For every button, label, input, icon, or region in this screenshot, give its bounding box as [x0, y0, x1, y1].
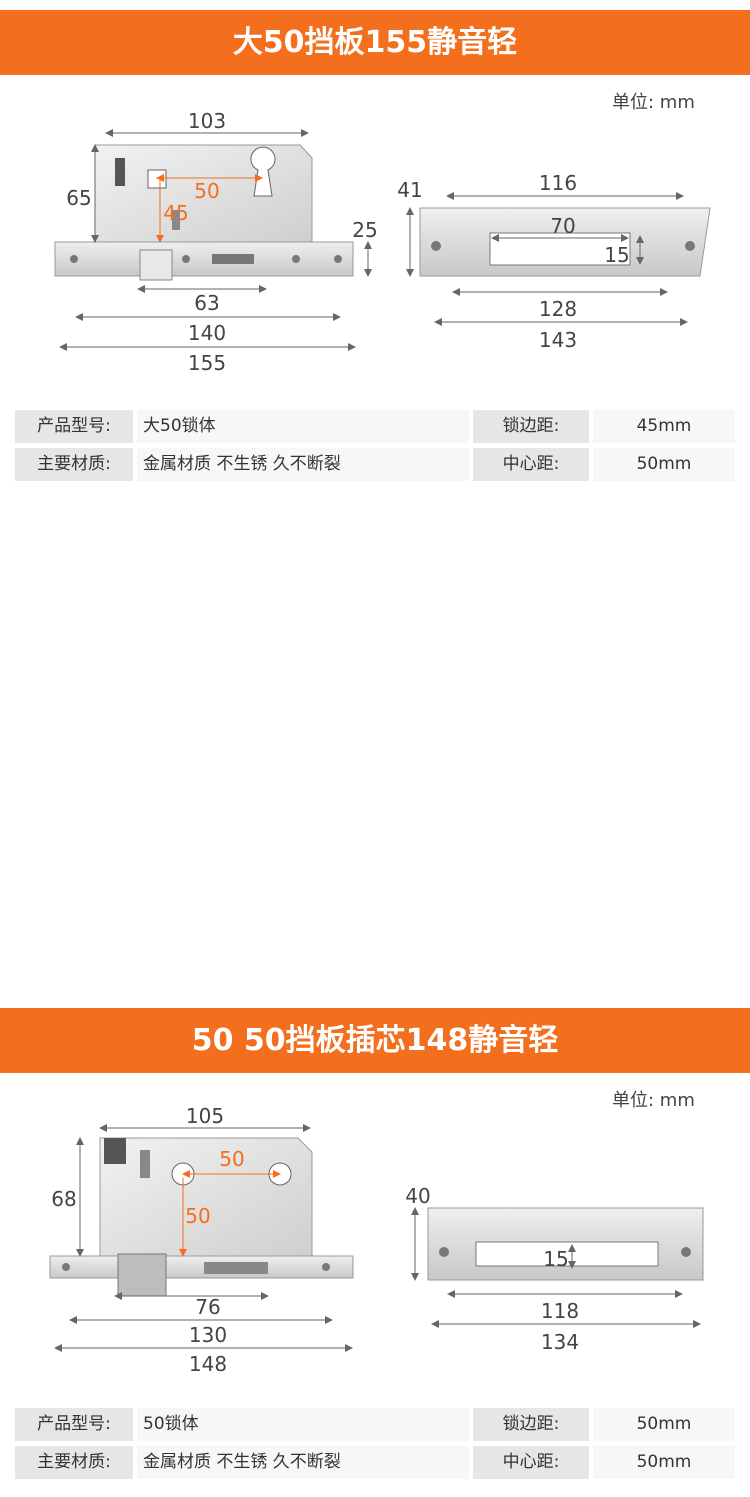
dim-top: 105	[186, 1104, 224, 1128]
section-title: 50 50挡板插芯148静音轻	[0, 1008, 750, 1073]
unit-label: 单位: mm	[612, 92, 695, 113]
dim-strike-overall: 143	[539, 328, 577, 352]
screw-hole	[70, 255, 78, 263]
deadbolt-slot	[212, 254, 254, 264]
spindle-hole	[147, 169, 167, 189]
spec-value: 50mm	[593, 1446, 735, 1479]
lock-diagram-svg: 103 65 25 63 140 155 50 45 116 70	[54, 109, 711, 375]
spec-value: 50mm	[593, 1408, 735, 1441]
cylinder-hole	[250, 146, 276, 197]
dim-strike-slot: 70	[550, 214, 575, 238]
dim-overall: 155	[188, 351, 226, 375]
dim-inner: 76	[195, 1295, 220, 1319]
dim-inner: 63	[194, 291, 219, 315]
dim-height: 68	[51, 1187, 76, 1211]
dim-height: 65	[66, 186, 91, 210]
lock-diagram: 105 68 76 130 148 50 50 40 15 118	[0, 1098, 750, 1388]
dim-backset: 45	[163, 201, 188, 225]
dim-center: 50	[194, 179, 219, 203]
spec-label: 中心距:	[473, 1446, 589, 1479]
dim-body: 130	[189, 1323, 227, 1347]
deadbolt-slot	[204, 1262, 268, 1274]
spec-value: 大50锁体	[137, 410, 469, 443]
spec-label: 产品型号:	[15, 1408, 133, 1441]
dim-body: 140	[188, 321, 226, 345]
screw-hole	[439, 1247, 449, 1257]
dim-center: 50	[219, 1147, 244, 1171]
lock-diagram-svg: 105 68 76 130 148 50 50 40 15 118	[49, 1104, 704, 1376]
spec-row: 产品型号: 大50锁体 锁边距: 45mm	[15, 410, 735, 443]
section-50: 50 50挡板插芯148静音轻 单位: mm	[0, 998, 750, 1497]
spec-value: 50锁体	[137, 1408, 469, 1441]
lock-body	[99, 1137, 313, 1257]
spec-label: 中心距:	[473, 448, 589, 481]
dim-backset: 50	[185, 1204, 210, 1228]
screw-hole	[431, 241, 441, 251]
spec-label: 锁边距:	[473, 410, 589, 443]
lock-diagram: 103 65 25 63 140 155 50 45 116 70	[0, 100, 750, 390]
dim-faceplate-h: 25	[352, 218, 377, 242]
spec-value: 金属材质 不生锈 久不断裂	[137, 448, 469, 481]
screw-hole	[292, 255, 300, 263]
spec-label: 产品型号:	[15, 410, 133, 443]
faceplate	[49, 1255, 354, 1279]
spec-row: 主要材质: 金属材质 不生锈 久不断裂 中心距: 50mm	[15, 448, 735, 481]
spec-value: 45mm	[593, 410, 735, 443]
latch-bolt	[117, 1253, 167, 1297]
spec-label: 主要材质:	[15, 448, 133, 481]
spec-value: 50mm	[593, 448, 735, 481]
dim-strike-overall: 134	[541, 1330, 579, 1354]
dim-strike-h: 41	[397, 178, 422, 202]
spec-label: 主要材质:	[15, 1446, 133, 1479]
screw-hole	[685, 241, 695, 251]
spec-row: 产品型号: 50锁体 锁边距: 50mm	[15, 1408, 735, 1441]
dim-strike-h: 40	[405, 1184, 430, 1208]
spec-label: 锁边距:	[473, 1408, 589, 1441]
latch-bolt	[139, 249, 173, 281]
section-title: 大50挡板155静音轻	[0, 10, 750, 75]
screw-hole	[182, 255, 190, 263]
dim-strike-holes: 118	[541, 1299, 579, 1323]
dim-strike-holes: 128	[539, 297, 577, 321]
spec-row: 主要材质: 金属材质 不生锈 久不断裂 中心距: 50mm	[15, 1446, 735, 1479]
dim-top: 103	[188, 109, 226, 133]
screw-hole	[62, 1263, 70, 1271]
screw-hole	[681, 1247, 691, 1257]
dim-overall: 148	[189, 1352, 227, 1376]
screw-hole	[334, 255, 342, 263]
spec-value: 金属材质 不生锈 久不断裂	[137, 1446, 469, 1479]
faceplate	[54, 241, 354, 277]
section-big50: 大50挡板155静音轻 单位: mm	[0, 0, 750, 499]
dim-strike-top: 116	[539, 171, 577, 195]
dim-strike-slot-h: 15	[604, 243, 629, 267]
screw-hole	[322, 1263, 330, 1271]
dim-strike-slot-h: 15	[543, 1247, 568, 1271]
